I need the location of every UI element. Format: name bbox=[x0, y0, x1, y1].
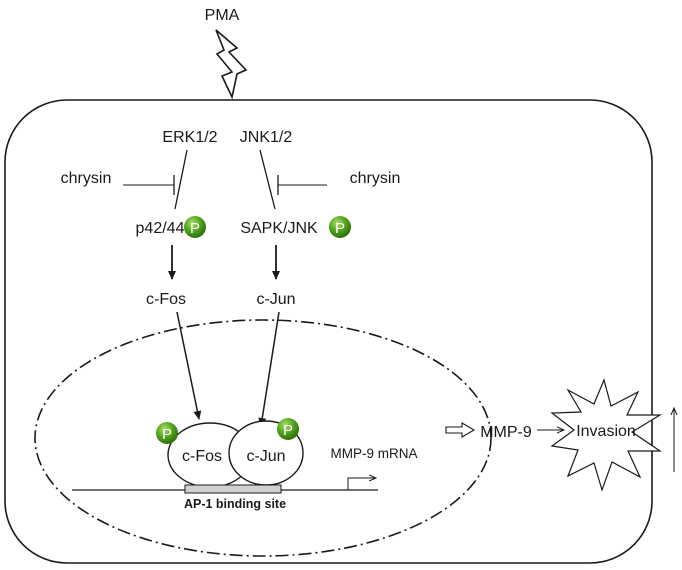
erk-to-p4244-line bbox=[174, 149, 188, 210]
phosphate-badge-label: P bbox=[335, 220, 345, 237]
cfos-to-complex-arrow bbox=[176, 311, 202, 420]
p4244-label: p42/44 bbox=[136, 220, 185, 237]
sapk-jnk-label: SAPK/JNK bbox=[240, 220, 318, 237]
phosphate-badge-label: P bbox=[190, 220, 200, 237]
cjun-to-complex-arrow bbox=[258, 311, 280, 427]
phosphate-badge-icon: P bbox=[184, 216, 206, 238]
phosphate-badge-icon: P bbox=[277, 418, 299, 440]
chrysin-right-label: chrysin bbox=[350, 170, 401, 187]
invasion-label: Invasion bbox=[576, 423, 636, 440]
cfos-label: c-Fos bbox=[146, 291, 186, 308]
complex-cfos-label: c-Fos bbox=[182, 448, 222, 465]
phosphate-badge-label: P bbox=[283, 422, 293, 439]
cjun-label: c-Jun bbox=[256, 291, 295, 308]
ap1-binding-site-box bbox=[184, 484, 282, 494]
nucleus-export-arrow bbox=[445, 422, 476, 438]
complex-cjun-label: c-Jun bbox=[246, 448, 285, 465]
mmp9-protein-label: MMP-9 bbox=[480, 424, 532, 441]
mmp9-mrna-label: MMP-9 mRNA bbox=[331, 446, 418, 461]
starburst-icon bbox=[550, 378, 663, 492]
lightning-bolt-icon bbox=[215, 29, 248, 100]
jnk-label: JNK1/2 bbox=[240, 129, 293, 146]
chrysin-left-label: chrysin bbox=[61, 170, 112, 187]
nucleus-outline bbox=[34, 319, 492, 557]
pma-label: PMA bbox=[205, 7, 240, 24]
jnk-to-sapk-line bbox=[259, 149, 276, 210]
phosphate-badge-icon: P bbox=[329, 216, 351, 238]
ap1-binding-site-label: AP-1 binding site bbox=[184, 497, 286, 511]
transcription-start-arrow bbox=[347, 478, 376, 490]
cell-outline bbox=[4, 99, 653, 564]
phosphate-badge-label: P bbox=[162, 426, 172, 443]
phosphate-badge-icon: P bbox=[156, 422, 178, 444]
erk-label: ERK1/2 bbox=[162, 129, 217, 146]
